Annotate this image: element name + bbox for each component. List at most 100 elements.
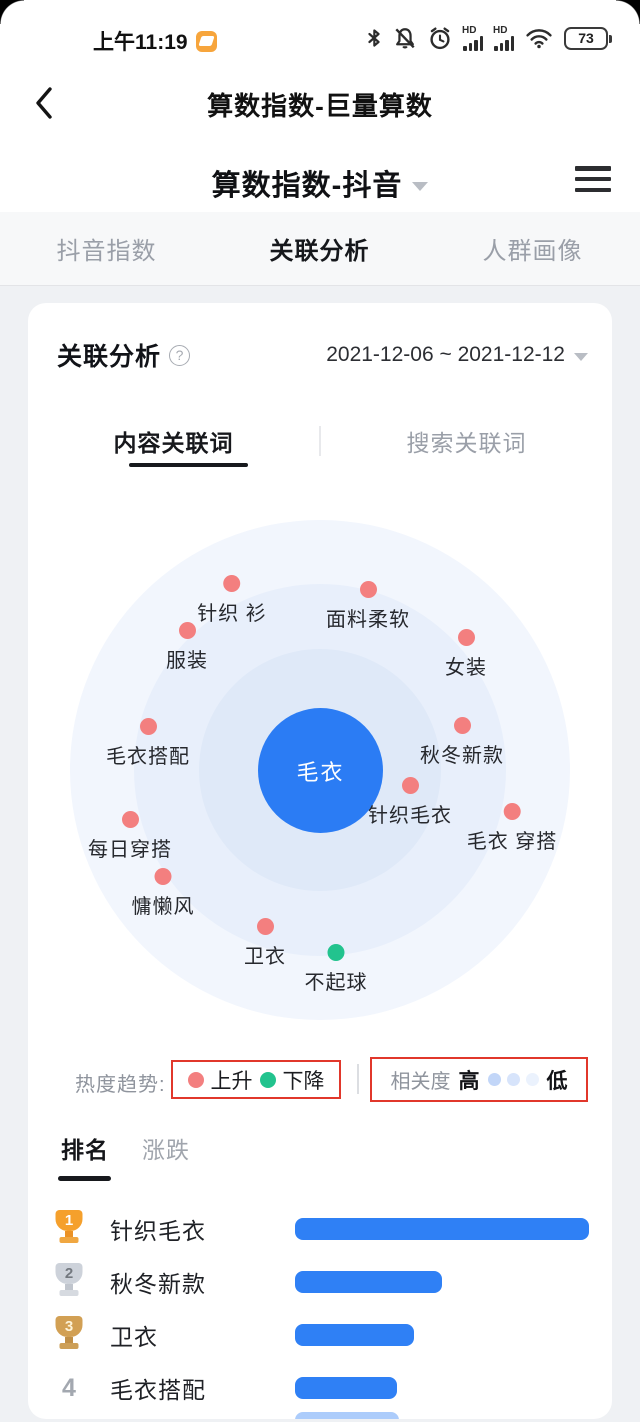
tab-rank[interactable]: 排名: [61, 1137, 109, 1163]
subtab-search-words[interactable]: 搜索关联词: [406, 430, 527, 456]
rank-bar: [295, 1324, 414, 1346]
trend-up-dot: [401, 777, 419, 794]
trophy-gold-icon: 1: [52, 1207, 86, 1251]
subtab-content-words[interactable]: 内容关联词: [113, 430, 234, 456]
relevance-legend-annotation-box: 相关度 高 低: [370, 1057, 588, 1102]
bubble-label: 不起球: [304, 972, 368, 994]
legend-down-label: 下降: [282, 1069, 325, 1093]
bluetooth-icon: [368, 29, 380, 47]
trend-up-dot: [223, 575, 241, 592]
ranking-row[interactable]: 2 秋冬新款: [52, 1256, 588, 1308]
trophy-bronze-icon: 3: [52, 1313, 86, 1357]
trend-up-dot: [178, 622, 196, 639]
active-subtab-underline: [129, 463, 248, 467]
trend-up-dot: [359, 581, 377, 598]
bubble-keyword[interactable]: 慵懒风: [132, 868, 195, 919]
bubble-keyword[interactable]: 女装: [445, 629, 487, 680]
bubble-keyword[interactable]: 毛衣搭配: [106, 718, 190, 769]
bubble-label: 秋冬新款: [420, 745, 504, 767]
date-range-text: 2021-12-06 ~ 2021-12-12: [326, 343, 565, 366]
bubble-keyword[interactable]: 毛衣 穿搭: [467, 803, 558, 854]
rank-number: 1: [55, 1210, 83, 1231]
rank-keyword: 卫衣: [110, 1324, 158, 1350]
battery-icon: 73: [564, 26, 612, 50]
bubble-label: 毛衣搭配: [106, 746, 190, 768]
help-icon[interactable]: ?: [169, 344, 191, 366]
trend-up-dot: [121, 811, 139, 828]
index-title: 算数指数-抖音: [211, 170, 403, 202]
chevron-down-icon: [574, 353, 588, 361]
index-title-dropdown[interactable]: 算数指数-抖音: [0, 162, 640, 204]
relevance-label: 相关度: [390, 1071, 451, 1093]
bubble-label: 每日穿搭: [88, 839, 172, 861]
bubble-label: 女装: [445, 657, 487, 679]
bubble-label: 毛衣 穿搭: [466, 831, 558, 853]
active-list-tab-underline: [58, 1176, 111, 1181]
tab-douyin-index[interactable]: 抖音指数: [56, 238, 157, 265]
rank-bar: [295, 1218, 589, 1240]
wifi-icon: [526, 29, 552, 49]
date-range-picker[interactable]: 2021-12-06 ~ 2021-12-12: [326, 343, 588, 367]
bubble-keyword[interactable]: 服装: [166, 622, 208, 673]
trend-up-dot: [187, 1071, 204, 1088]
bubble-keyword[interactable]: 针织 衫: [197, 575, 267, 626]
index-header: 算数指数-抖音: [0, 152, 640, 208]
rank-keyword: 毛衣搭配: [110, 1377, 206, 1403]
trend-up-dot: [139, 718, 157, 735]
status-bar: 上午11:19 HD HD: [0, 18, 640, 62]
mute-icon: [395, 28, 415, 49]
bubble-label: 服装: [166, 650, 208, 672]
battery-percent: 73: [578, 30, 594, 46]
subtabs: 内容关联词 搜索关联词: [28, 415, 612, 467]
bubble-keyword[interactable]: 针织毛衣: [368, 777, 452, 828]
ranking-row[interactable]: 3 卫衣: [52, 1309, 588, 1361]
device-corner: [616, 0, 640, 24]
rank-bar-partial: [295, 1412, 399, 1419]
ranking-row[interactable]: 4 毛衣搭配: [52, 1362, 588, 1414]
tab-change[interactable]: 涨跌: [142, 1137, 190, 1163]
rank-keyword: 秋冬新款: [110, 1271, 206, 1297]
legend-up-label: 上升: [210, 1069, 253, 1093]
bubble-label: 慵懒风: [131, 896, 195, 918]
trend-up-dot: [154, 868, 172, 885]
section-title: 关联分析: [57, 343, 162, 371]
trend-down-dot: [259, 1071, 276, 1088]
bubble-label: 针织 衫: [197, 603, 267, 625]
app-icon: [195, 30, 217, 52]
nav-bar: 算数指数-巨量算数: [0, 76, 640, 128]
center-keyword-bubble: 毛衣: [258, 708, 383, 833]
bubble-keyword[interactable]: 面料柔软: [326, 581, 410, 632]
bubble-keyword[interactable]: 卫衣: [244, 918, 286, 969]
rank-number: 4: [62, 1373, 76, 1402]
bubble-keyword[interactable]: 不起球: [305, 944, 368, 995]
relevance-low-label: 低: [546, 1069, 568, 1093]
subtab-divider: [319, 426, 321, 456]
signal-hd-icon: HD: [493, 25, 514, 51]
ranking-row[interactable]: 1 针织毛衣: [52, 1203, 589, 1255]
back-button[interactable]: [28, 86, 60, 120]
legend-divider: [357, 1064, 359, 1094]
device-corner: [0, 0, 24, 24]
trophy-silver-icon: 2: [52, 1260, 86, 1304]
bubble-keyword[interactable]: 每日穿搭: [88, 811, 172, 862]
status-icons: HD HD 73: [366, 22, 612, 54]
relation-analysis-card: 关联分析 ? 2021-12-06 ~ 2021-12-12 内容关联词 搜索关…: [28, 303, 612, 1419]
chevron-down-icon: [412, 181, 429, 191]
rank-bar: [295, 1271, 442, 1293]
bubble-label: 面料柔软: [326, 609, 410, 631]
relevance-high-label: 高: [458, 1069, 480, 1093]
trend-legend-annotation-box: 上升 下降: [171, 1060, 341, 1099]
tab-audience-portrait[interactable]: 人群画像: [482, 238, 583, 265]
trend-up-dot: [457, 629, 475, 646]
rank-number: 3: [55, 1316, 83, 1337]
trend-up-dot: [256, 918, 274, 935]
menu-button[interactable]: [575, 166, 611, 192]
page-title: 算数指数-巨量算数: [207, 91, 433, 121]
relevance-gradient-dots: [487, 1073, 539, 1086]
bubble-label: 针织毛衣: [368, 805, 452, 827]
bubble-keyword[interactable]: 秋冬新款: [420, 717, 504, 768]
tab-relation-analysis[interactable]: 关联分析: [269, 238, 370, 265]
rank-number: 2: [55, 1263, 83, 1284]
rank-bar: [295, 1377, 397, 1399]
